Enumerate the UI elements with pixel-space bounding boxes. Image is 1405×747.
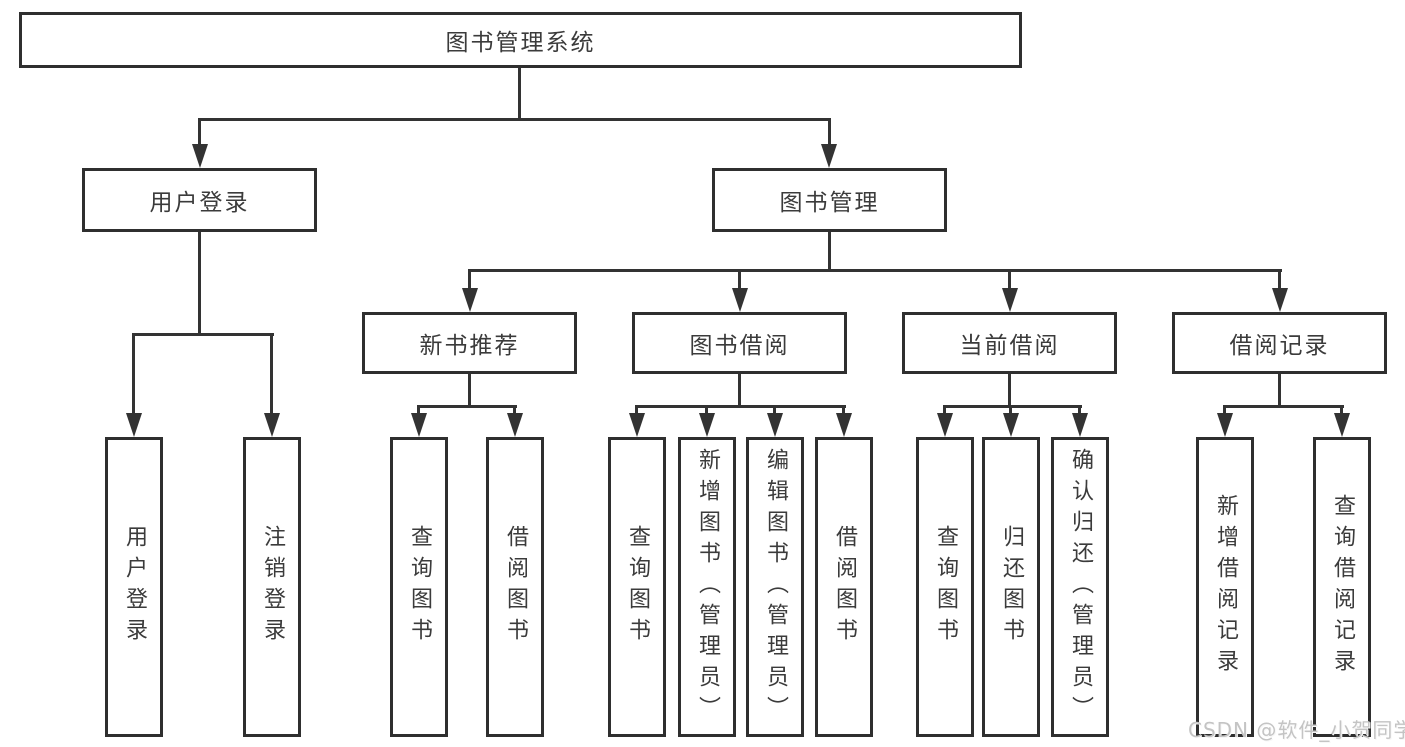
node-library-management-system: 图书管理系统	[19, 12, 1022, 68]
connector-line	[518, 68, 521, 121]
connector-line	[738, 374, 741, 408]
connector-line	[635, 405, 846, 408]
node-leaf-confirm-return-admin: 确认归还（管理员）	[1051, 437, 1109, 737]
arrow-down-icon	[462, 288, 478, 312]
connector-line	[468, 374, 471, 408]
connector-line	[1008, 374, 1011, 408]
connector-line	[468, 272, 471, 290]
connector-line	[943, 407, 946, 415]
node-leaf-logout: 注销登录	[243, 437, 301, 737]
arrow-down-icon	[507, 413, 523, 437]
arrow-down-icon	[126, 413, 142, 437]
connector-line	[1009, 407, 1012, 415]
node-leaf-query-books-recommend: 查询图书	[390, 437, 448, 737]
node-leaf-add-borrow-record: 新增借阅记录	[1196, 437, 1254, 737]
node-book-borrowing: 图书借阅	[632, 312, 847, 374]
connector-line	[513, 407, 516, 415]
connector-line	[198, 232, 201, 335]
connector-line	[738, 272, 741, 290]
arrow-down-icon	[732, 288, 748, 312]
arrow-down-icon	[699, 413, 715, 437]
node-leaf-add-books-admin: 新增图书（管理员）	[678, 437, 736, 737]
arrow-down-icon	[264, 413, 280, 437]
node-user-login: 用户登录	[82, 168, 317, 232]
node-current-borrowing: 当前借阅	[902, 312, 1117, 374]
node-leaf-edit-books-admin: 编辑图书（管理员）	[746, 437, 804, 737]
connector-line	[842, 407, 845, 415]
node-new-book-recommendation: 新书推荐	[362, 312, 577, 374]
connector-line	[1340, 407, 1343, 415]
arrow-down-icon	[767, 413, 783, 437]
connector-line	[828, 121, 831, 147]
connector-line	[270, 335, 273, 415]
connector-line	[1078, 407, 1081, 415]
node-leaf-return-books: 归还图书	[982, 437, 1040, 737]
arrow-down-icon	[1072, 413, 1088, 437]
connector-line	[468, 269, 1282, 272]
arrow-down-icon	[1272, 288, 1288, 312]
connector-line	[417, 405, 517, 408]
connector-line	[1278, 272, 1281, 290]
connector-line	[635, 407, 638, 415]
connector-line	[132, 333, 274, 336]
connector-line	[943, 405, 1082, 408]
node-leaf-query-books-current: 查询图书	[916, 437, 974, 737]
arrow-down-icon	[836, 413, 852, 437]
node-leaf-borrow-books-borrowing: 借阅图书	[815, 437, 873, 737]
arrow-down-icon	[821, 144, 837, 168]
connector-line	[1278, 374, 1281, 408]
node-leaf-borrow-books-recommend: 借阅图书	[486, 437, 544, 737]
connector-line	[705, 407, 708, 415]
arrow-down-icon	[629, 413, 645, 437]
node-leaf-query-books-borrowing: 查询图书	[608, 437, 666, 737]
connector-line	[1008, 272, 1011, 290]
arrow-down-icon	[1003, 413, 1019, 437]
node-leaf-user-login: 用户登录	[105, 437, 163, 737]
arrow-down-icon	[1334, 413, 1350, 437]
connector-line	[1223, 405, 1344, 408]
arrow-down-icon	[1217, 413, 1233, 437]
arrow-down-icon	[192, 144, 208, 168]
connector-line	[1223, 407, 1226, 415]
node-book-management: 图书管理	[712, 168, 947, 232]
connector-line	[198, 118, 831, 121]
arrow-down-icon	[1002, 288, 1018, 312]
csdn-watermark: CSDN @软件_小贺同学	[1188, 718, 1405, 742]
arrow-down-icon	[937, 413, 953, 437]
node-leaf-query-borrow-record: 查询借阅记录	[1313, 437, 1371, 737]
node-borrowing-records: 借阅记录	[1172, 312, 1387, 374]
arrow-down-icon	[411, 413, 427, 437]
connector-line	[132, 335, 135, 415]
connector-line	[773, 407, 776, 415]
connector-line	[828, 232, 831, 272]
connector-line	[417, 407, 420, 415]
connector-line	[198, 121, 201, 147]
